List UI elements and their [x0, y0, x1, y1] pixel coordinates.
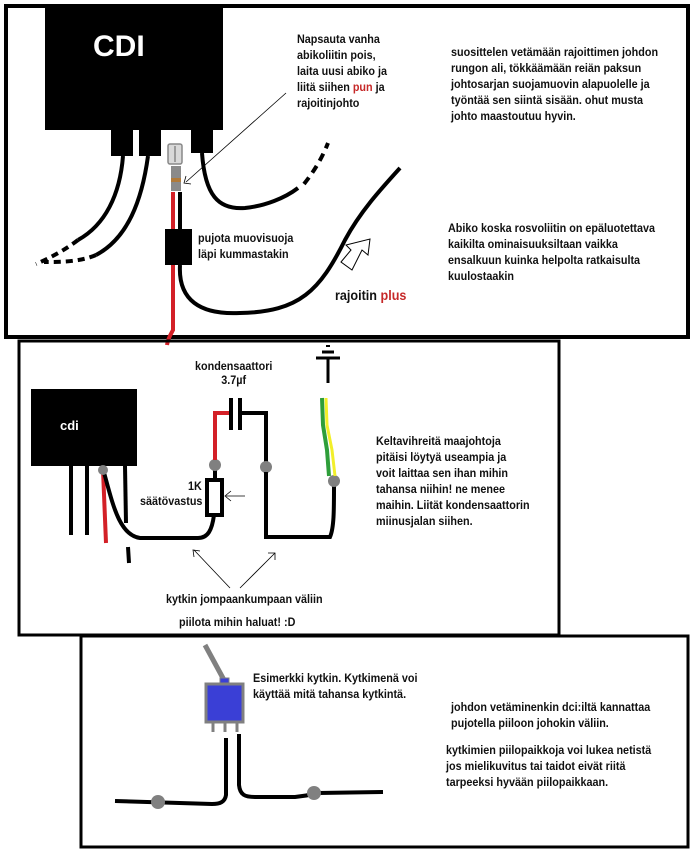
capacitor-name: kondensaattori	[195, 359, 273, 373]
adjustable-resistor	[205, 478, 224, 517]
cdi-wire-left-2-dashed	[43, 253, 97, 264]
ground-note-line: voit laittaa sen ihan mihin	[376, 466, 509, 480]
cdi-connector-2	[139, 128, 161, 156]
abiko-note-line: kuulostaakin	[448, 269, 515, 283]
limiter-label-text: rajoitin	[335, 287, 381, 303]
routing-note-line: johtosarjan suojamuovin alapuolelle ja	[451, 77, 650, 91]
capacitor-value: 3.7µf	[221, 373, 247, 387]
cdi-wire-left-1-dashed	[35, 238, 80, 266]
routing-note-line: työntää sen siintä sisään. ohut musta	[451, 93, 644, 107]
cdi-connector-1	[111, 128, 133, 156]
cdi-unit-large	[45, 8, 223, 130]
ground-note-line: tahansa niihin! ne menee	[376, 482, 506, 496]
plastic-sleeve	[165, 229, 192, 265]
resistor-value: 1K	[188, 479, 202, 493]
ground-note-line: Keltavihreitä maajohtoja	[376, 434, 501, 448]
hide-note: piilota mihin haluat! :D	[179, 615, 296, 629]
switch-lever	[202, 643, 227, 682]
ground-note-line: maihin. Liität kondensaattorin	[376, 498, 530, 512]
limiter-wire-black	[177, 166, 402, 316]
bottom-panel-border	[79, 634, 690, 849]
hiding-spot-line: jos mielikuvitus tai taidot eivät riitä	[446, 759, 626, 773]
cdi-connector-3	[191, 128, 213, 153]
highlight-plus: plus	[380, 287, 407, 303]
hiding-spot-note: kytkimien piilopaikkoja voi lukea netist…	[446, 742, 651, 790]
pointer-line-connector	[185, 92, 287, 183]
ground-note-line: miinusjalan siihen.	[376, 514, 473, 528]
switch-example-line: käyttää mitä tahansa kytkintä.	[253, 687, 407, 701]
abiko-note-line: ensalkuun kuinka helpolta ratkaisulta	[448, 253, 641, 267]
hiding-spot-line: tarpeeksi hyvään piilopaikkaan.	[446, 775, 609, 789]
cdi-wire-right-dashed	[302, 142, 330, 186]
abiko-note: Abiko koska rosvoliitin on epäluotettava…	[448, 220, 655, 284]
sleeve-note-line: pujota muovisuoja	[198, 231, 294, 245]
cdi-leg-red	[101, 469, 108, 544]
routing-note: suosittelen vetämään rajoittimen johdon …	[451, 44, 658, 124]
joint-ground	[328, 475, 340, 487]
cdi-label-small: cdi	[60, 418, 79, 433]
outline-arrow-icon	[340, 238, 371, 271]
cdi-wire-right	[200, 152, 300, 211]
joint-resistor	[209, 459, 221, 471]
connector-note-line: rajoitinjohto	[297, 96, 360, 110]
cdi-label-large: CDI	[93, 30, 145, 63]
red-power-wire	[165, 192, 175, 346]
ground-wire-green	[320, 397, 331, 477]
pointer-arrowhead-connector	[183, 175, 192, 185]
joint-capacitor	[260, 461, 272, 473]
hiding-spot-line: kytkimien piilopaikkoja voi lukea netist…	[446, 743, 652, 757]
cdi-unit-small	[31, 389, 137, 466]
top-panel-border	[4, 4, 690, 339]
joint-cdi	[98, 465, 108, 475]
cdi-wire-left-1	[77, 155, 125, 242]
sleeve-note: pujota muovisuoja läpi kummastakin	[198, 230, 293, 262]
pointer-line-left	[193, 549, 231, 589]
cdi-leg-4	[123, 465, 128, 524]
abiko-note-line: Abiko koska rosvoliitin on epäluotettava	[448, 221, 656, 235]
joint-switch-right	[307, 786, 321, 800]
capacitor-label: kondensaattori 3.7µf	[195, 359, 272, 387]
connector-note-text: ja	[372, 80, 385, 94]
connector-note: Napsauta vanha abikoliitin pois, laita u…	[297, 31, 387, 111]
connector-note-line: Napsauta vanha	[297, 32, 380, 46]
wire-routing-line: pujotella piiloon johokin väliin.	[451, 716, 609, 730]
ground-note-line: pitäisi löytyä useampia ja	[376, 450, 507, 464]
pointer-line-right	[239, 552, 276, 589]
resistor-label: säätövastus	[140, 494, 203, 508]
highlight-pun: pun	[352, 80, 373, 94]
capacitor-red-lead	[213, 411, 229, 460]
switch-example-note: Esimerkki kytkin. Kytkimenä voi käyttää …	[253, 670, 417, 702]
resistor-adjust-arrowhead	[224, 490, 232, 502]
joint-switch-left	[151, 795, 165, 809]
ground-note: Keltavihreitä maajohtoja pitäisi löytyä …	[376, 433, 530, 529]
cdi-wire-left-2	[95, 155, 150, 257]
connector-note-line: abikoliitin pois,	[297, 48, 376, 62]
switch-wire-left	[114, 738, 228, 807]
routing-note-line: johto maastoutuu hyvin.	[451, 109, 576, 123]
wire-routing-note: johdon vetäminenkin dci:iltä kannattaa p…	[451, 699, 650, 731]
cdi-leg-4-tail	[126, 546, 131, 564]
pointer-arrowhead-left	[192, 549, 201, 558]
sleeve-note-line: läpi kummastakin	[198, 247, 289, 261]
connector-note-line: liitä siihen pun ja	[297, 79, 387, 95]
abiko-terminal-band	[171, 178, 181, 182]
capacitor-to-ground-wire	[264, 472, 336, 539]
switch-placement-note: kytkin jompaankumpaan väliin	[166, 592, 323, 606]
limiter-label: rajoitin plus	[335, 287, 406, 303]
wire-routing-line: johdon vetäminenkin dci:iltä kannattaa	[451, 700, 651, 714]
connector-note-text: liitä siihen	[297, 80, 353, 94]
routing-note-line: rungon ali, tökkäämään reiän paksun	[451, 61, 642, 75]
toggle-switch-body	[204, 682, 245, 724]
switch-example-line: Esimerkki kytkin. Kytkimenä voi	[253, 671, 418, 685]
cdi-to-resistor-wire	[101, 468, 216, 540]
routing-note-line: suosittelen vetämään rajoittimen johdon	[451, 45, 659, 59]
capacitor-black-lead	[242, 411, 268, 462]
abiko-note-line: kaikilta ominaisuuksiltaan vaikka	[448, 237, 618, 251]
connector-note-line: laita uusi abiko ja	[297, 64, 388, 78]
ground-wire-yellow	[324, 397, 337, 477]
pointer-arrowhead-right	[268, 552, 276, 560]
